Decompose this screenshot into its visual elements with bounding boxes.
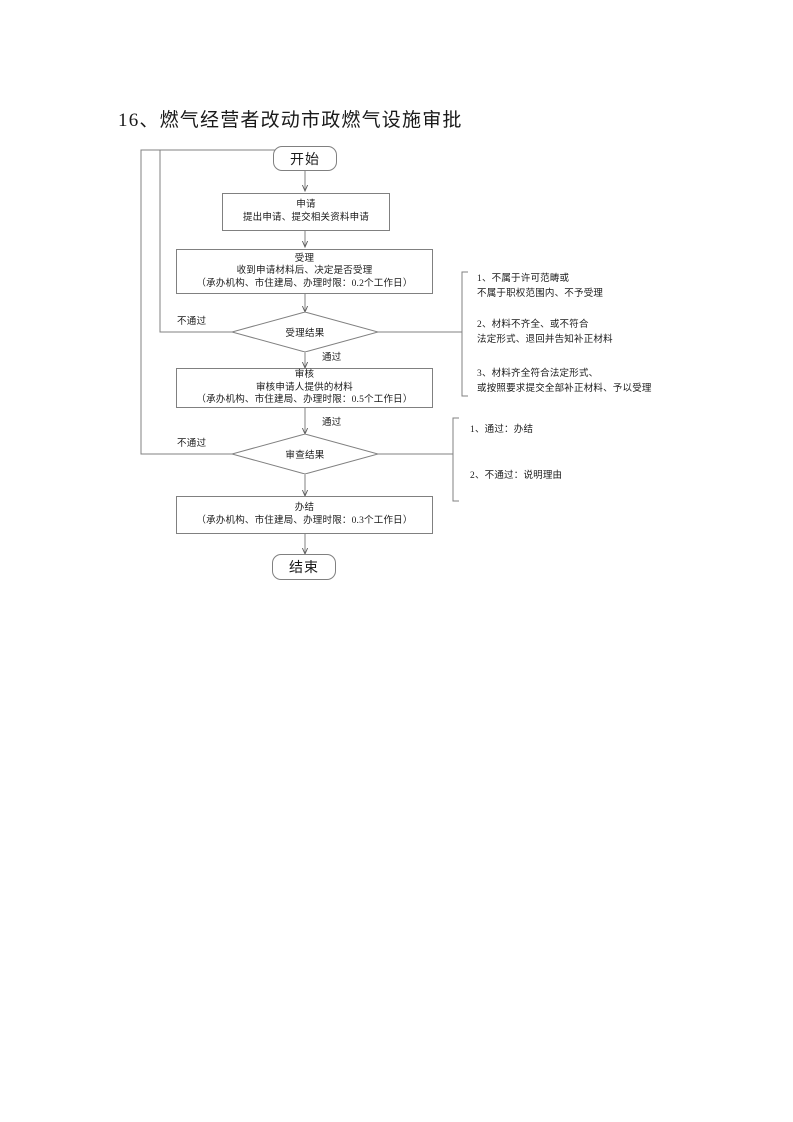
annotation-accept-1: 1、不属于许可范畴或 不属于职权范围内、不予受理: [477, 272, 603, 301]
node-complete[interactable]: 办结 （承办机构、市住建局、办理时限：0.3个工作日）: [176, 496, 433, 534]
edge-label-review-pass: 通过: [322, 418, 342, 428]
node-accept-line-2: （承办机构、市住建局、办理时限：0.2个工作日）: [196, 278, 413, 289]
decision-accept-result-label: 受理结果: [285, 329, 325, 339]
annotation-accept-3-line-2: 或按照要求提交全部补正材料、予以受理: [477, 383, 652, 394]
annotation-review-2: 2、不通过：说明理由: [470, 469, 562, 484]
page-title: 16、燃气经营者改动市政燃气设施审批: [118, 110, 463, 131]
edge-label-review-fail: 不通过: [177, 439, 207, 449]
node-review[interactable]: 审核 审核申请人提供的材料 （承办机构、市住建局、办理时限：0.5个工作日）: [176, 368, 433, 408]
node-review-line-2: （承办机构、市住建局、办理时限：0.5个工作日）: [196, 395, 413, 406]
edge-label-accept-fail: 不通过: [177, 317, 207, 327]
annotation-accept-2-line-1: 2、材料不齐全、或不符合: [477, 320, 589, 330]
node-review-title: 审核: [294, 370, 315, 381]
node-apply-title: 申请: [296, 200, 316, 211]
node-accept-line-1: 收到申请材料后、决定是否受理: [236, 266, 373, 277]
node-end[interactable]: 结束: [272, 554, 336, 580]
decision-review-result-label: 审查结果: [285, 451, 325, 461]
annotation-accept-3-line-1: 3、材料齐全符合法定形式、: [477, 369, 599, 379]
node-accept-title: 受理: [294, 253, 315, 264]
node-end-label: 结束: [289, 561, 319, 576]
decision-review-result[interactable]: 审查结果: [230, 433, 380, 475]
annotation-review-1-line-1: 1、通过：办结: [470, 425, 534, 435]
decision-accept-result[interactable]: 受理结果: [230, 311, 380, 353]
annotation-accept-3: 3、材料齐全符合法定形式、 或按照要求提交全部补正材料、予以受理: [477, 367, 652, 396]
annotation-accept-1-line-2: 不属于职权范围内、不予受理: [477, 288, 604, 299]
annotation-review-2-line-1: 2、不通过：说明理由: [470, 471, 563, 481]
node-accept[interactable]: 受理 收到申请材料后、决定是否受理 （承办机构、市住建局、办理时限：0.2个工作…: [176, 249, 433, 294]
node-complete-title: 办结: [294, 503, 315, 514]
annotation-review-1: 1、通过：办结: [470, 423, 533, 438]
annotation-accept-2: 2、材料不齐全、或不符合 法定形式、退回并告知补正材料: [477, 318, 613, 347]
node-complete-line-1: （承办机构、市住建局、办理时限：0.3个工作日）: [196, 516, 413, 526]
node-review-line-1: 审核申请人提供的材料: [255, 382, 353, 393]
annotation-accept-2-line-2: 法定形式、退回并告知补正材料: [477, 334, 613, 345]
node-start[interactable]: 开始: [273, 146, 337, 171]
node-start-label: 开始: [290, 152, 320, 168]
annotation-accept-1-line-1: 1、不属于许可范畴或: [477, 274, 570, 284]
node-apply-line-1: 提出申请、提交相关资料申请: [242, 213, 370, 223]
edge-label-accept-pass: 通过: [322, 353, 342, 363]
node-apply[interactable]: 申请 提出申请、提交相关资料申请: [222, 193, 390, 231]
